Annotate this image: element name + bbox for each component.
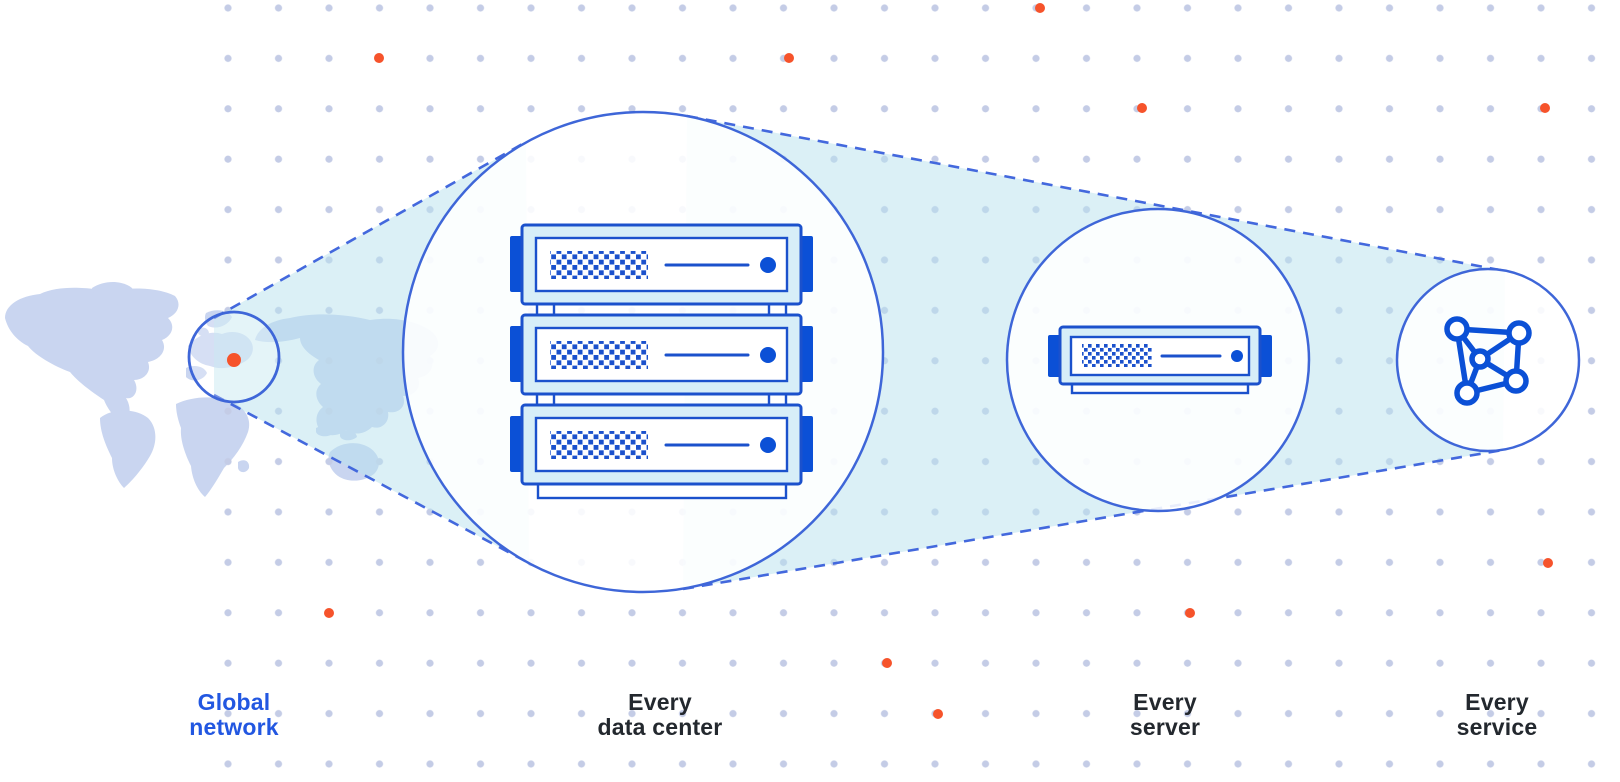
accent-dot: [933, 709, 943, 719]
server-unit: [510, 313, 813, 396]
accent-dot: [784, 53, 794, 63]
accent-dot: [1035, 3, 1045, 13]
dashed-line-bottom-right: [682, 448, 1504, 591]
accent-dot: [1540, 103, 1550, 113]
accent-dot: [1185, 608, 1195, 618]
mesh-network-icon: [1444, 316, 1532, 406]
accent-dot: [374, 53, 384, 63]
accent-dot: [882, 658, 892, 668]
dashed-line-top-right: [686, 114, 1506, 273]
dashed-line-top-left: [213, 140, 527, 320]
stage-label-every-server: Every server: [1129, 689, 1201, 740]
server-unit: [510, 403, 813, 486]
location-marker-dot: [227, 353, 241, 367]
server-x1-icon: [1048, 325, 1272, 395]
stage-label-every-data-center: Every data center: [597, 689, 723, 740]
dashed-line-bottom-left: [213, 393, 530, 565]
accent-dots: [324, 3, 1553, 719]
stage-label-every-service: Every service: [1456, 689, 1538, 740]
continent-south-america: [100, 410, 156, 488]
accent-dot: [1137, 103, 1147, 113]
server-unit: [510, 223, 813, 306]
island-greenland: [92, 282, 134, 306]
accent-dot: [1543, 558, 1553, 568]
stage-label-global-network: Global network: [189, 689, 279, 740]
server-rack-x3-icon: [510, 223, 813, 500]
continent-north-america: [5, 287, 179, 424]
accent-dot: [324, 608, 334, 618]
